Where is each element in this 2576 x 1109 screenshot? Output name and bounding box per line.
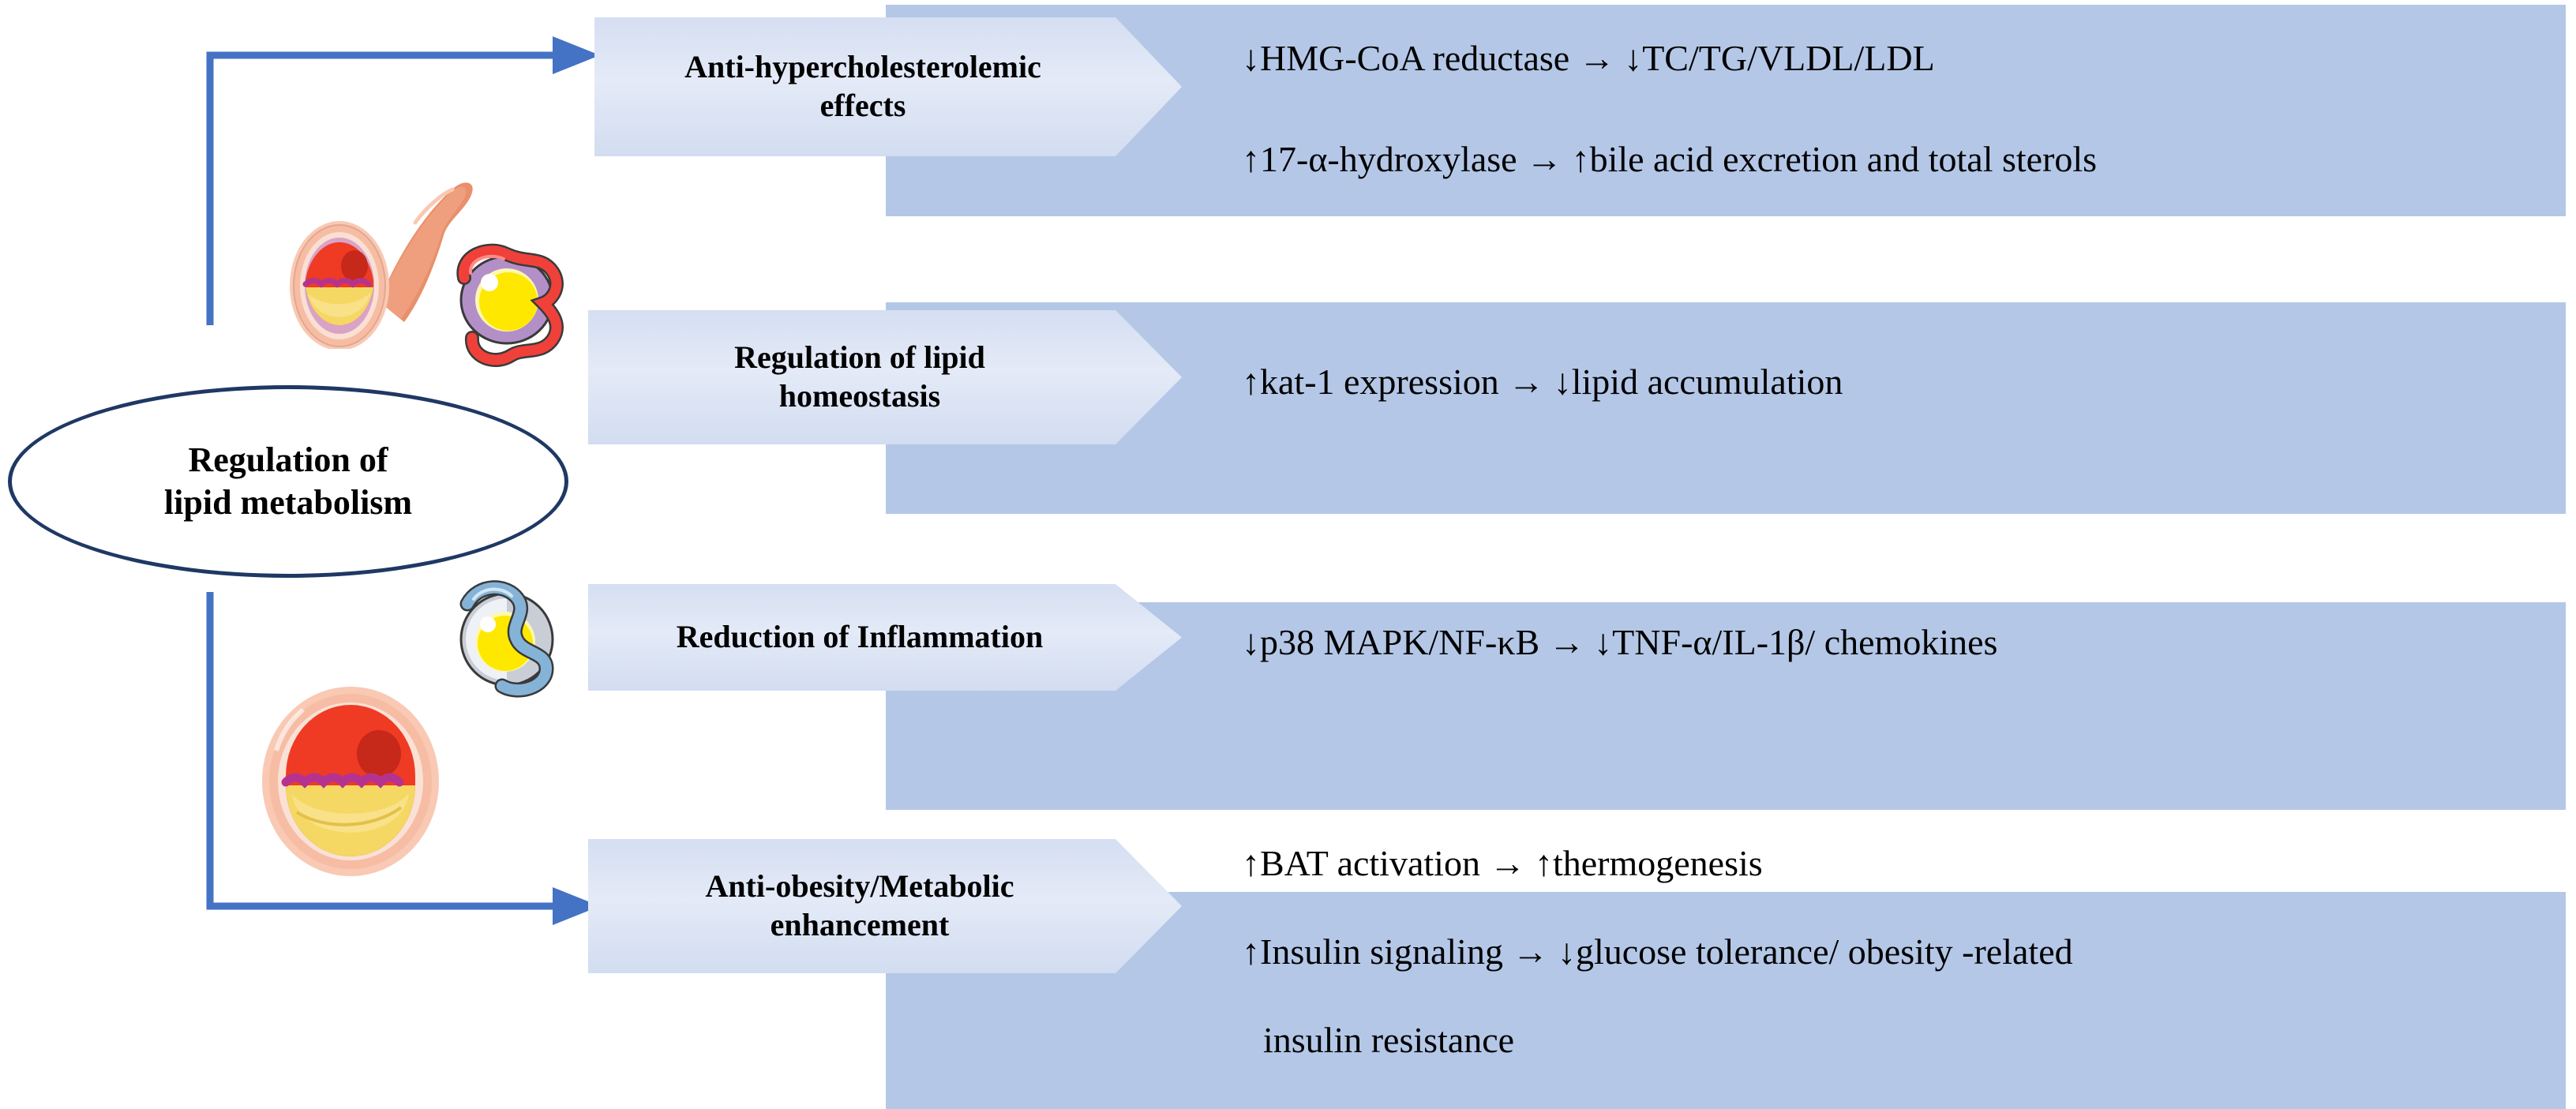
- chevron-label-3: Reduction of Inflammation: [677, 618, 1093, 657]
- chevron-regulation-of-lipid-homeostasis[interactable]: Regulation of lipid homeostasis: [588, 310, 1182, 444]
- pathway-band-4: [886, 892, 2566, 1109]
- center-node-line2: lipid metabolism: [163, 483, 413, 522]
- pathway-text-4-1: ↑BAT activation → ↑thermogenesis: [1242, 843, 1763, 883]
- center-node-regulation-of-lipid-metabolism[interactable]: Regulation of lipid metabolism: [8, 385, 568, 578]
- chevron-4-line2: enhancement: [770, 907, 950, 942]
- chevron-1-line2: effects: [819, 88, 906, 123]
- chevron-4-line1: Anti-obesity/Metabolic: [705, 868, 1014, 905]
- center-node-label: Regulation of lipid metabolism: [164, 439, 412, 523]
- chevron-2-line2: homeostasis: [778, 378, 941, 414]
- chevron-label-1: Anti-hypercholesterolemic effects: [684, 48, 1092, 126]
- pathway-band-2: [886, 302, 2566, 514]
- chevron-label-2: Regulation of lipid homeostasis: [734, 339, 1036, 416]
- chevron-anti-obesity-metabolic-enhancement[interactable]: Anti-obesity/Metabolic enhancement: [588, 839, 1182, 973]
- artery-cross-section-with-plaque-tubular-icon: [290, 182, 473, 349]
- pathway-text-3-1: ↓p38 MAPK/NF-κB → ↓TNF-α/IL-1β/ chemokin…: [1242, 622, 1998, 662]
- pathway-text-4-3: insulin resistance: [1263, 1020, 1515, 1060]
- blood-vessel-lipid-droplet-blue-icon: [459, 580, 554, 698]
- center-node-line1: Regulation of: [188, 440, 388, 480]
- chevron-1-line1: Anti-hypercholesterolemic: [684, 49, 1041, 85]
- chevron-2-line1: Regulation of lipid: [734, 339, 985, 376]
- pathway-band-1: [886, 5, 2566, 216]
- chevron-3-line1: Reduction of Inflammation: [676, 619, 1044, 655]
- chevron-reduction-of-inflammation[interactable]: Reduction of Inflammation: [588, 584, 1182, 691]
- chevron-anti-hypercholesterolemic-effects[interactable]: Anti-hypercholesterolemic effects: [594, 17, 1182, 156]
- pathway-text-1-1: ↓HMG-CoA reductase → ↓TC/TG/VLDL/LDL: [1242, 38, 1935, 78]
- pathway-text-2-1: ↑kat-1 expression → ↓lipid accumulation: [1242, 362, 1843, 402]
- artery-cross-section-with-plaque-round-icon: [262, 687, 439, 876]
- pathway-text-1-2: ↑17-α-hydroxylase → ↑bile acid excretion…: [1242, 139, 2098, 179]
- blood-vessel-lipid-droplet-red-icon: [456, 243, 564, 367]
- pathway-text-4-2: ↑Insulin signaling → ↓glucose tolerance/…: [1242, 931, 2073, 972]
- chevron-label-4: Anti-obesity/Metabolic enhancement: [705, 867, 1064, 945]
